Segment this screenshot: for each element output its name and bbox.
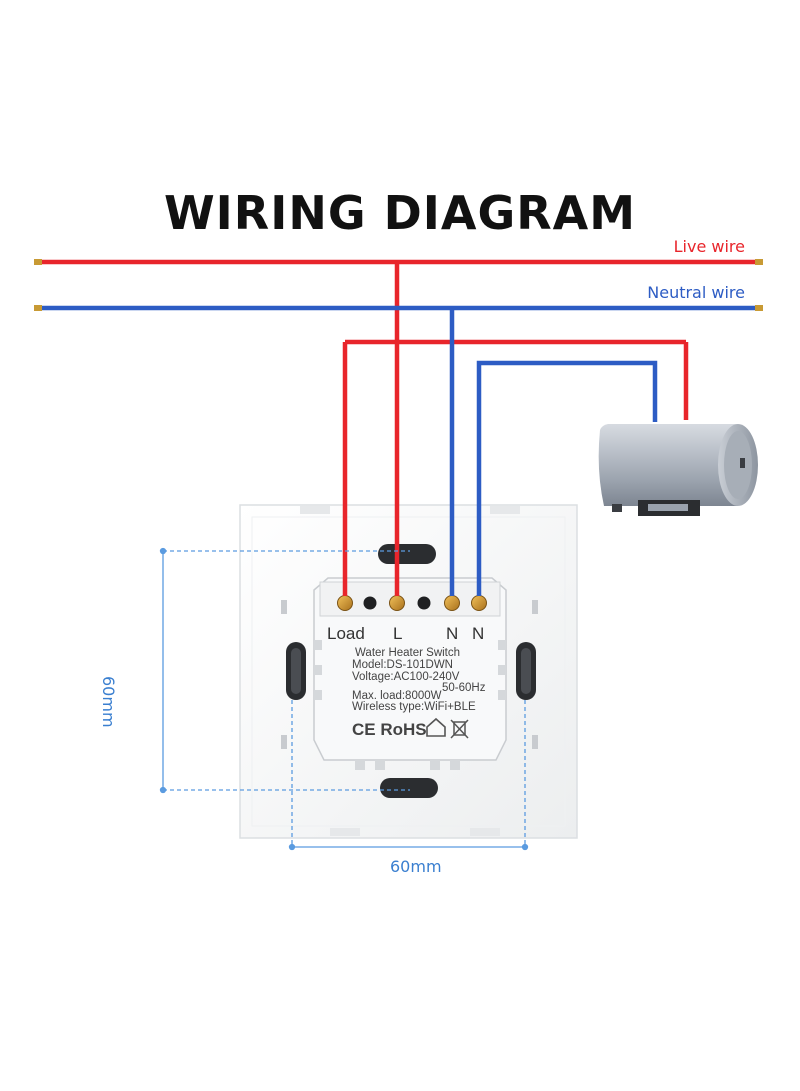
mounting-slot-left <box>286 642 306 700</box>
spec-model: Model:DS-101DWN <box>352 659 453 671</box>
dimension-height-label: 60mm <box>99 676 118 728</box>
water-heater-icon <box>598 424 758 516</box>
terminal-label-live: L <box>393 624 402 643</box>
live-wires <box>40 259 757 596</box>
wire-end-caps <box>34 259 763 311</box>
spec-max-load: Max. load:8000W <box>352 690 442 702</box>
home-icon <box>426 717 446 737</box>
dimension-horizontal <box>288 700 529 851</box>
mounting-slot-bottom <box>380 778 438 798</box>
terminal-label-load: Load <box>327 624 365 643</box>
dimension-vertical <box>159 547 410 794</box>
neutral-wire-label: Neutral wire <box>647 283 745 302</box>
diagram-title: WIRING DIAGRAM <box>163 186 637 240</box>
certification-marks: CE RoHS <box>352 720 427 739</box>
mounting-slot-top <box>378 544 436 564</box>
switch-module <box>313 577 507 770</box>
weee-bin-icon <box>450 719 469 739</box>
spec-frequency: 50-60Hz <box>442 682 486 694</box>
dimension-width-label: 60mm <box>390 857 442 876</box>
spec-voltage: Voltage:AC100-240V <box>352 671 460 683</box>
spec-wireless: Wireless type:WiFi+BLE <box>352 701 476 713</box>
terminal-label-neutral-1: N <box>446 624 458 643</box>
terminal-label-neutral-2: N <box>472 624 484 643</box>
live-wire-label: Live wire <box>673 237 745 256</box>
spec-product: Water Heater Switch <box>355 647 460 659</box>
neutral-wires <box>40 305 757 596</box>
mounting-slot-right <box>516 642 536 700</box>
